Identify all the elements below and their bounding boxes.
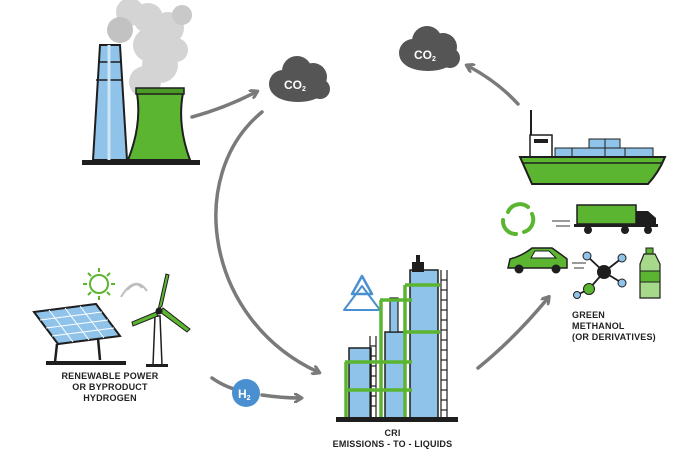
truck-icon bbox=[552, 204, 658, 234]
wind-turbine-icon bbox=[120, 273, 191, 367]
hydrogen-bubble-icon: H2 bbox=[232, 379, 260, 407]
car-icon bbox=[507, 247, 586, 274]
green-methanol-label: GREEN METHANOL (OR DERIVATIVES) bbox=[572, 310, 656, 342]
recycle-icon bbox=[500, 202, 536, 237]
svg-text:CO2: CO2 bbox=[414, 48, 436, 63]
co2-cloud-right: CO2 bbox=[399, 26, 460, 71]
bottle-icon bbox=[639, 247, 661, 299]
cri-label: CRI EMISSIONS - TO - LIQUIDS bbox=[332, 428, 453, 449]
recycle-icon bbox=[343, 274, 381, 311]
smoke-icon bbox=[107, 0, 192, 98]
sun-icon bbox=[83, 268, 115, 300]
svg-text:H2: H2 bbox=[238, 387, 251, 402]
renewable-power-label: RENEWABLE POWER OR BYPRODUCT HYDROGEN bbox=[61, 371, 159, 403]
molecule-icon bbox=[573, 251, 627, 299]
plant-tower-icon bbox=[336, 255, 458, 422]
co2-cloud-left: CO2 bbox=[269, 56, 330, 102]
arrow-icon bbox=[190, 66, 548, 398]
svg-text:CO2: CO2 bbox=[284, 78, 306, 93]
power-plant-icon bbox=[82, 0, 200, 165]
ship-icon bbox=[518, 110, 667, 185]
solar-panel-icon bbox=[32, 302, 126, 365]
